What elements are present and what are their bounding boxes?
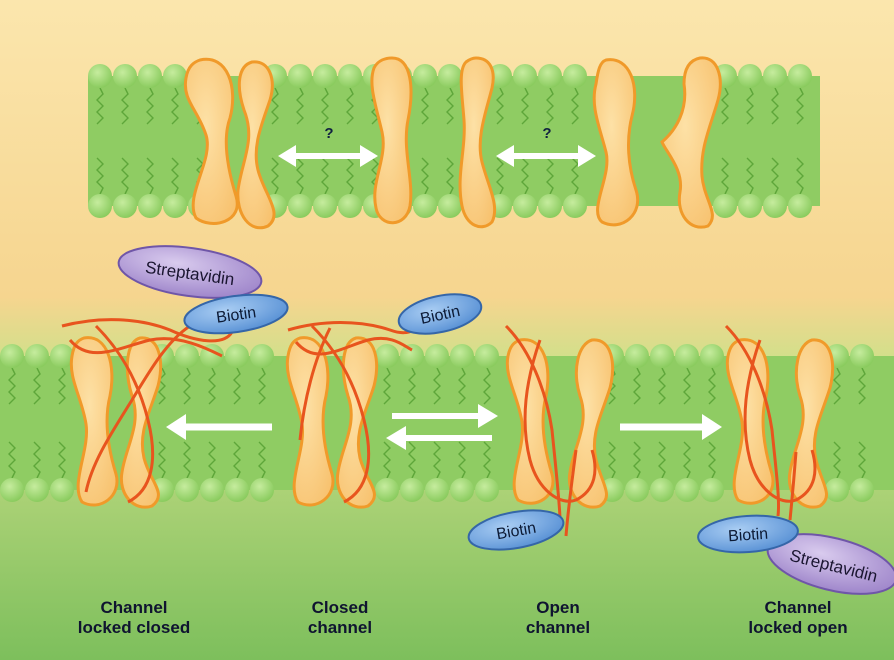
lipid-head (225, 478, 249, 502)
lipid-head (138, 194, 162, 218)
lipid-head (450, 344, 474, 368)
lipid-head (113, 194, 137, 218)
caption-locked-open: Channel locked open (708, 598, 888, 638)
lipid-head (650, 478, 674, 502)
lipid-head (538, 194, 562, 218)
lipid-head (175, 344, 199, 368)
lipid-head (375, 344, 399, 368)
lipid-head (50, 478, 74, 502)
lipid-head (425, 478, 449, 502)
lipid-head (138, 64, 162, 88)
lipid-head (625, 344, 649, 368)
lipid-head (763, 194, 787, 218)
lipid-head (438, 64, 462, 88)
lipid-head (763, 64, 787, 88)
lipid-head (163, 194, 187, 218)
lipid-head (400, 478, 424, 502)
lipid-head (425, 344, 449, 368)
lipid-head (538, 64, 562, 88)
caption-closed-channel: Closed channel (250, 598, 430, 638)
lipid-head (738, 194, 762, 218)
lipid-head (338, 64, 362, 88)
lipid-head (0, 344, 24, 368)
lipid-head (175, 478, 199, 502)
lipid-head (288, 194, 312, 218)
lipid-head (413, 64, 437, 88)
lipid-head (788, 194, 812, 218)
lipid-head (675, 344, 699, 368)
lipid-head (675, 478, 699, 502)
lipid-head (88, 194, 112, 218)
question-mark-left: ? (324, 125, 333, 142)
lipid-head (650, 344, 674, 368)
lipid-head (825, 478, 849, 502)
lipid-head (475, 478, 499, 502)
lipid-head (513, 64, 537, 88)
lipid-head (700, 344, 724, 368)
caption-locked-closed: Channel locked closed (44, 598, 224, 638)
lipid-head (288, 64, 312, 88)
lipid-head (163, 64, 187, 88)
lipid-head (850, 478, 874, 502)
svg-text:Biotin: Biotin (728, 526, 769, 546)
lipid-head (700, 478, 724, 502)
lipid-head (400, 344, 424, 368)
lipid-head (713, 194, 737, 218)
question-mark-right: ? (542, 125, 551, 142)
lipid-head (563, 64, 587, 88)
lipid-head (225, 344, 249, 368)
lipid-head (513, 194, 537, 218)
lipid-head (788, 64, 812, 88)
lipid-head (850, 344, 874, 368)
lipid-head (113, 64, 137, 88)
lipid-head (375, 478, 399, 502)
lipid-head (738, 64, 762, 88)
lipid-head (0, 478, 24, 502)
lipid-head (250, 478, 274, 502)
lipid-head (475, 344, 499, 368)
lipid-head (25, 478, 49, 502)
lipid-head (313, 64, 337, 88)
lipid-head (450, 478, 474, 502)
lipid-head (438, 194, 462, 218)
lipid-head (200, 478, 224, 502)
lipid-head (413, 194, 437, 218)
lipid-head (88, 64, 112, 88)
lipid-head (313, 194, 337, 218)
caption-open-channel: Open channel (468, 598, 648, 638)
lipid-head (625, 478, 649, 502)
lipid-head (25, 344, 49, 368)
lipid-head (338, 194, 362, 218)
lipid-head (250, 344, 274, 368)
lipid-head (563, 194, 587, 218)
